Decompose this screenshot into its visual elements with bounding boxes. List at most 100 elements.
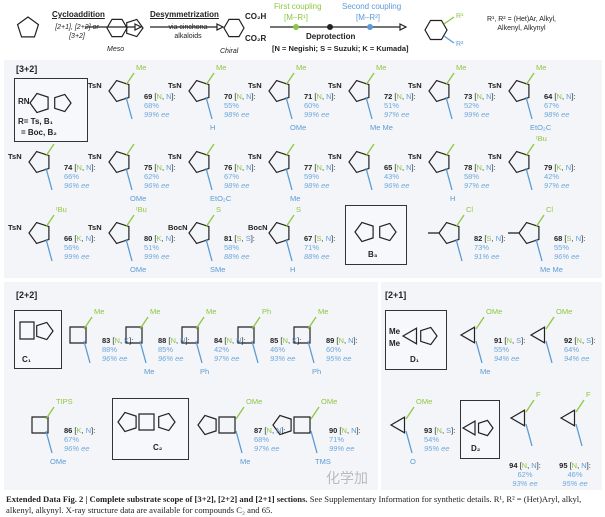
compound-64-label: 64 [N, N]:67%98% ee bbox=[544, 92, 576, 119]
compound-76-ee: 98% ee bbox=[224, 181, 250, 190]
compound-71-number: 71 bbox=[304, 92, 313, 101]
compound-80-yield: 51% bbox=[144, 243, 160, 252]
compound-83-r2-bond bbox=[83, 340, 91, 364]
compound-82-r1-label: Cl bbox=[466, 205, 474, 214]
compound-81-pyrrolidine-ring bbox=[188, 221, 210, 245]
compound-64-r1-label: Me bbox=[536, 63, 547, 72]
compound-71-first-coupling: N bbox=[316, 92, 322, 101]
compound-92-ee: 94% ee bbox=[564, 354, 590, 363]
compound-93-r1-bond bbox=[405, 406, 415, 420]
box-b3: B₃ bbox=[345, 205, 407, 265]
compound-95-r1-bond bbox=[575, 399, 585, 413]
compound-84-r2-bond bbox=[195, 340, 203, 364]
box-c2: C₂ bbox=[112, 398, 189, 460]
compound-86-yield: 67% bbox=[64, 435, 80, 444]
compound-82-r2-bond bbox=[455, 238, 463, 262]
compound-95-label: 95 [N, N]:46%95% ee bbox=[559, 461, 591, 488]
compound-84-r1-bond bbox=[195, 316, 205, 330]
deprotection-dot bbox=[327, 24, 333, 30]
compound-87-r1-label: OMe bbox=[246, 397, 263, 406]
compound-95-first-coupling: N bbox=[571, 461, 578, 470]
section-2-2 bbox=[4, 282, 378, 490]
compound-90-r2-label: TMS bbox=[315, 457, 331, 466]
compound-81-r1-label: S bbox=[216, 205, 222, 214]
compound-80-ee: 99% ee bbox=[144, 252, 170, 261]
compound-90-number: 90 bbox=[329, 426, 338, 435]
compound-73-ee: 99% ee bbox=[464, 110, 490, 119]
compound-66-pyrrolidine-ring bbox=[28, 221, 50, 245]
box-d1-me1: Me bbox=[389, 327, 401, 336]
compound-78-r2-label: H bbox=[450, 194, 456, 203]
second-coupling-reagent: [M–R²] bbox=[356, 13, 380, 22]
compound-67-label: 67 [S, N]:71%88% ee bbox=[304, 234, 336, 261]
compound-73-r1-bond bbox=[445, 72, 455, 86]
compound-70-yield: 55% bbox=[224, 101, 240, 110]
compound-79-number: 79 bbox=[544, 163, 553, 172]
compound-70-first-coupling: N bbox=[236, 92, 242, 101]
d1-cyclopropane-ring bbox=[401, 327, 418, 345]
compound-76-r2-bond bbox=[205, 167, 213, 191]
compound-88-r1-bond bbox=[139, 316, 149, 330]
compound-93-second-coupling: S bbox=[446, 426, 452, 435]
compound-90-cyclobutane-ring bbox=[293, 416, 311, 434]
compound-77-yield: 59% bbox=[304, 172, 320, 181]
compound-83-first-coupling: N bbox=[114, 336, 120, 345]
compound-89-cyclobutane-ring bbox=[293, 326, 311, 344]
compound-94-ee: 93% ee bbox=[512, 479, 538, 488]
watermark: 化学加 bbox=[326, 470, 368, 486]
compound-85-ee: 93% ee bbox=[270, 354, 296, 363]
compound-80-label: 80 [K, N]:51%99% ee bbox=[144, 234, 176, 261]
b3-anhydride-ring bbox=[379, 222, 397, 242]
box-c2-label: C₂ bbox=[153, 443, 163, 452]
compound-73-second-coupling: N bbox=[486, 92, 492, 101]
caption-text: See Supplementary Information for synthe… bbox=[6, 494, 582, 515]
compound-66-ee: 99% ee bbox=[64, 252, 90, 261]
compound-81-r2-bond bbox=[205, 238, 213, 262]
compound-64-r2-label: EtO₂C bbox=[530, 123, 552, 132]
compound-72-first-coupling: N bbox=[396, 92, 402, 101]
box-b3-label: B₃ bbox=[368, 250, 378, 259]
section-title-3-2: [3+2] bbox=[16, 64, 38, 74]
compound-83-number: 83 bbox=[102, 336, 111, 345]
compound-73-pyrrolidine-ring bbox=[428, 79, 450, 103]
compound-94-second-coupling: N bbox=[531, 461, 537, 470]
compound-84-r2-label: Ph bbox=[200, 367, 210, 376]
compound-66-r2-bond bbox=[45, 238, 53, 262]
compound-90-sulfolane-ring bbox=[272, 414, 292, 436]
compound-91-r1-label: OMe bbox=[486, 307, 503, 316]
box-d1-me2: Me bbox=[389, 339, 401, 348]
compound-64-second-coupling: N bbox=[566, 92, 572, 101]
compound-88-first-coupling: N bbox=[170, 336, 176, 345]
compound-90-r1-label: OMe bbox=[321, 397, 338, 406]
compound-73-number: 73 bbox=[464, 92, 473, 101]
compound-93-r1-label: OMe bbox=[416, 397, 433, 406]
compound-92-r1-bond bbox=[545, 316, 555, 330]
compound-66-number: 66 bbox=[64, 234, 73, 243]
compound-87-label: 87 [N, N]:68%97% ee bbox=[254, 426, 286, 453]
compound-68-first-coupling: S bbox=[566, 234, 572, 243]
compound-69-r2-bond bbox=[125, 96, 133, 120]
compound-66-second-coupling: N bbox=[85, 234, 92, 243]
compound-95-r2-bond bbox=[575, 423, 583, 447]
compound-65-yield: 43% bbox=[384, 172, 400, 181]
compound-67-yield: 71% bbox=[304, 243, 320, 252]
compound-76-ring-label: TsN bbox=[168, 152, 182, 161]
compound-64-r1-bond bbox=[525, 72, 535, 86]
compound-80-r2-bond bbox=[125, 238, 133, 262]
compound-64-r2-bond bbox=[525, 96, 533, 120]
compound-69-first-coupling: N bbox=[156, 92, 162, 101]
compound-89-second-coupling: N bbox=[348, 336, 354, 345]
compound-87-second-coupling: N bbox=[276, 426, 282, 435]
compound-86-ee: 96% ee bbox=[64, 444, 90, 453]
d2-anhydride-ring bbox=[477, 419, 494, 437]
compound-65-pyrrolidine-ring bbox=[348, 150, 370, 174]
compound-79-r2-bond bbox=[525, 167, 533, 191]
compound-84-r1-label: Me bbox=[206, 307, 217, 316]
compound-65-r1-bond bbox=[365, 143, 375, 157]
box-d2: D₂ bbox=[460, 400, 500, 459]
compound-88-r1-label: Me bbox=[150, 307, 161, 316]
compound-88-second-coupling: N bbox=[180, 336, 186, 345]
compound-82-label: 82 [S, N]:73%91% ee bbox=[474, 234, 506, 261]
compound-71-r1-label: Me bbox=[296, 63, 307, 72]
compound-85-second-coupling: K bbox=[292, 336, 298, 345]
